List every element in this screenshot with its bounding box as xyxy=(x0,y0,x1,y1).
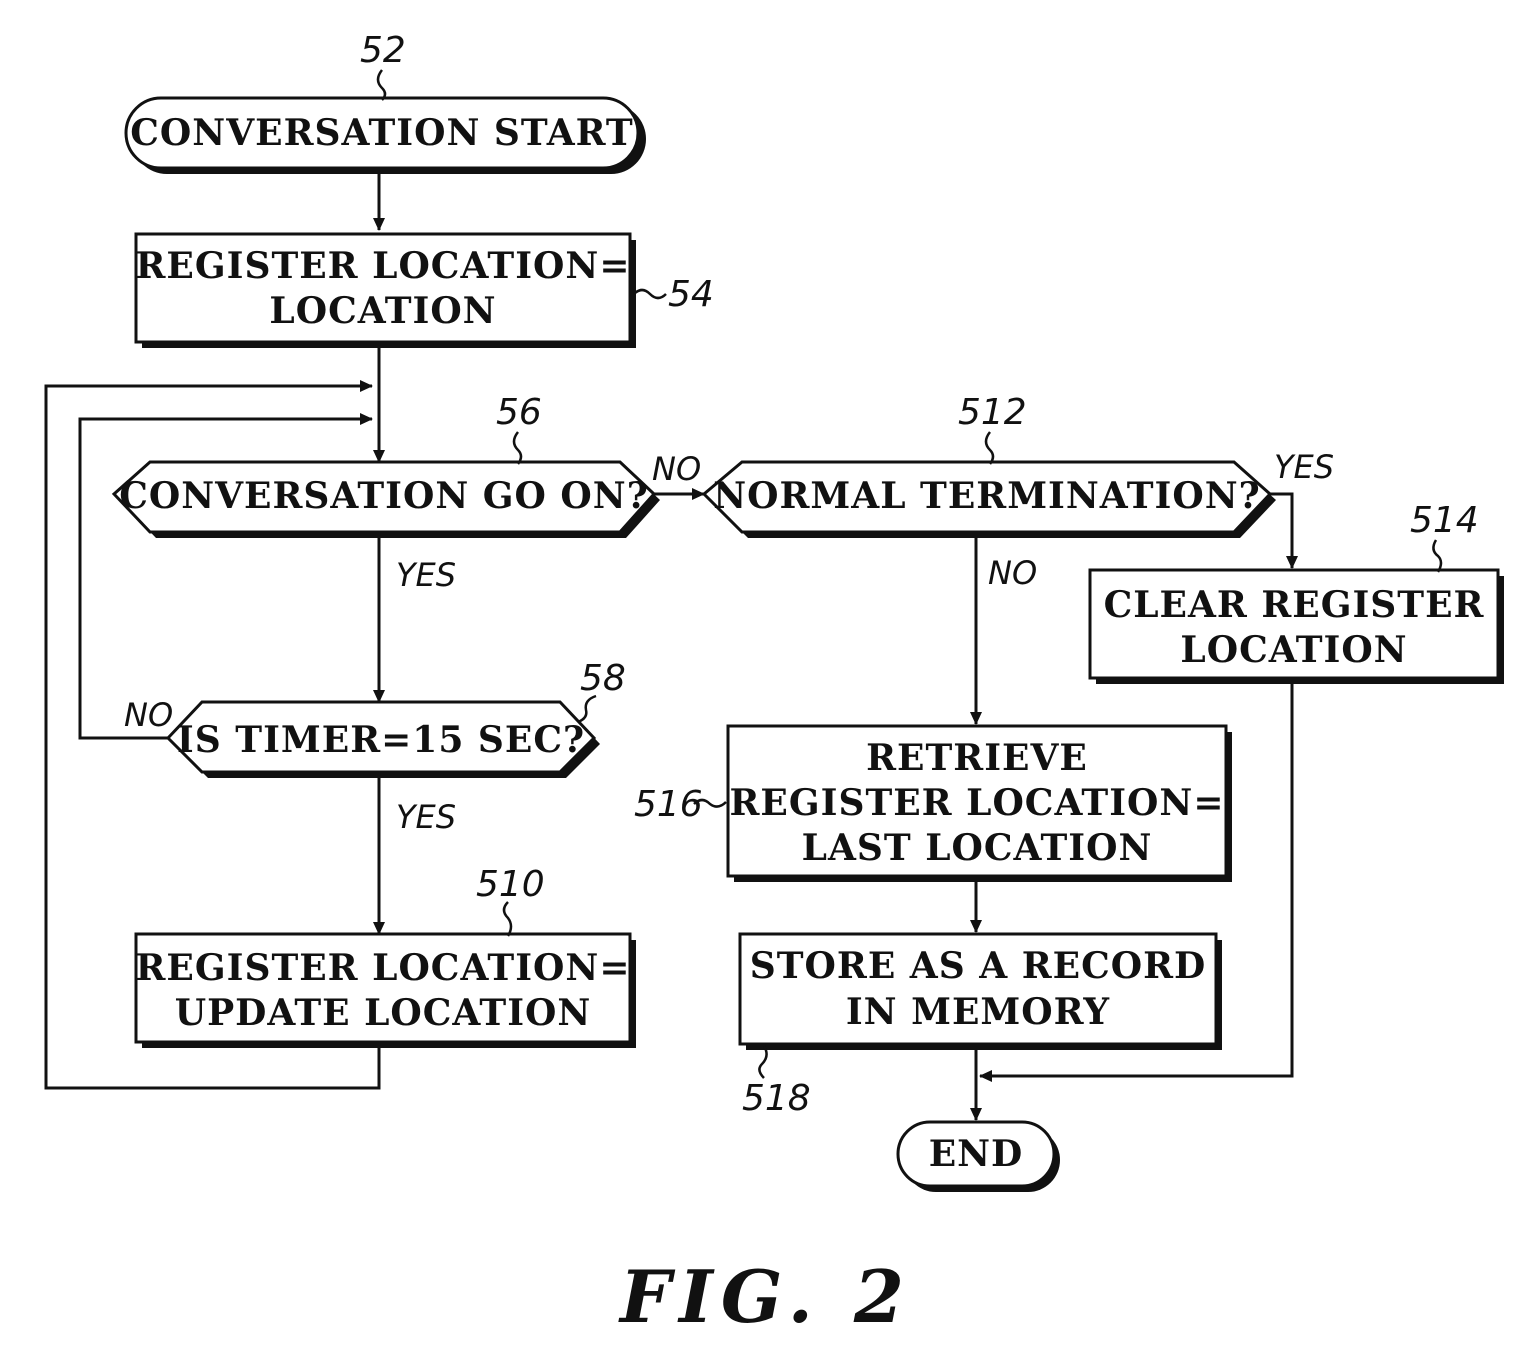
retrieve-line-1: RETRIEVE xyxy=(866,737,1088,779)
clear-register-box: CLEAR REGISTER LOCATION xyxy=(1090,570,1504,684)
leader-510 xyxy=(504,902,511,936)
store-line-1: STORE AS A RECORD xyxy=(750,945,1206,987)
leader-56 xyxy=(514,432,521,464)
go-on-yes-label: YES xyxy=(396,556,456,594)
timer-label: IS TIMER=15 SEC? xyxy=(177,719,585,761)
ref-510: 510 xyxy=(476,864,545,905)
start-label: CONVERSATION START xyxy=(130,112,633,154)
arrow-termination-yes xyxy=(1270,494,1292,568)
ref-512: 512 xyxy=(958,392,1027,433)
clear-register-line-2: LOCATION xyxy=(1180,629,1407,671)
retrieve-last-box: RETRIEVE REGISTER LOCATION= LAST LOCATIO… xyxy=(728,726,1232,882)
store-line-2: IN MEMORY xyxy=(846,991,1111,1033)
ref-514: 514 xyxy=(1410,500,1479,541)
register-update-box: REGISTER LOCATION= UPDATE LOCATION xyxy=(136,934,636,1048)
leader-518 xyxy=(759,1046,766,1078)
leader-54 xyxy=(634,290,666,298)
ref-52: 52 xyxy=(360,30,406,71)
end-label: END xyxy=(929,1133,1024,1175)
timer-decision: IS TIMER=15 SEC? xyxy=(168,702,600,778)
register-update-line-2: UPDATE LOCATION xyxy=(175,992,592,1034)
register-update-line-1: REGISTER LOCATION= xyxy=(136,947,631,989)
retrieve-line-2: REGISTER LOCATION= xyxy=(730,782,1225,824)
conversation-go-on-label: CONVERSATION GO ON? xyxy=(119,475,649,517)
end-terminator: END xyxy=(898,1122,1060,1192)
ref-56: 56 xyxy=(496,392,542,433)
register-initial-box: REGISTER LOCATION= LOCATION xyxy=(136,234,636,348)
register-initial-line-1: REGISTER LOCATION= xyxy=(136,245,631,287)
leader-514 xyxy=(1433,540,1441,572)
timer-no-label: NO xyxy=(124,696,173,734)
timer-yes-label: YES xyxy=(396,798,456,836)
conversation-go-on-decision: CONVERSATION GO ON? xyxy=(114,462,660,538)
ref-58: 58 xyxy=(580,658,626,699)
figure-caption: FIG. 2 xyxy=(618,1254,912,1339)
leader-512 xyxy=(986,432,993,464)
start-terminator: CONVERSATION START xyxy=(126,98,646,174)
ref-54: 54 xyxy=(668,274,714,315)
retrieve-line-3: LAST LOCATION xyxy=(802,827,1153,869)
termination-yes-label: YES xyxy=(1274,448,1334,486)
store-record-box: STORE AS A RECORD IN MEMORY xyxy=(740,934,1222,1050)
clear-register-line-1: CLEAR REGISTER xyxy=(1104,584,1485,626)
normal-termination-decision: NORMAL TERMINATION? xyxy=(704,462,1276,538)
go-on-no-label: NO xyxy=(652,450,701,488)
register-initial-line-2: LOCATION xyxy=(269,290,496,332)
leader-52 xyxy=(378,70,385,100)
termination-no-label: NO xyxy=(988,554,1037,592)
ref-518: 518 xyxy=(742,1078,811,1119)
ref-516: 516 xyxy=(634,784,703,825)
normal-termination-label: NORMAL TERMINATION? xyxy=(713,475,1261,517)
